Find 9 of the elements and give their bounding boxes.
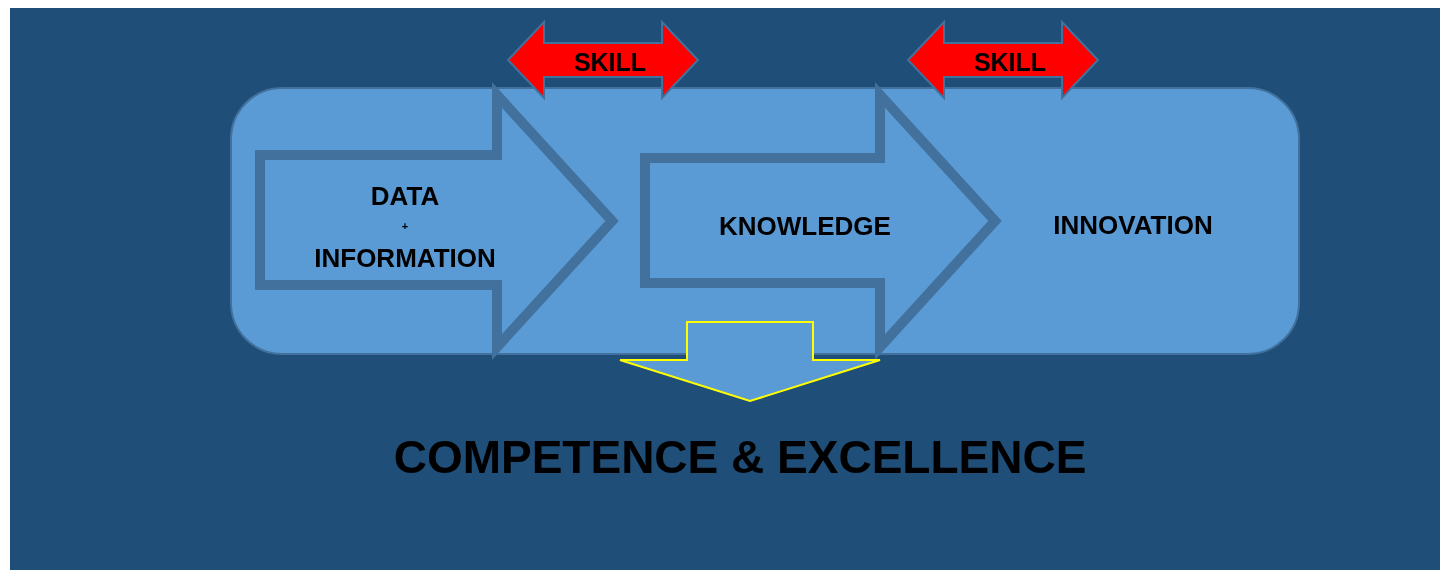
label-text: INNOVATION	[1053, 212, 1213, 238]
block-arrow-connector	[619, 321, 881, 403]
label-text: DATA	[370, 183, 440, 209]
label-text: COMPETENCE & EXCELLENCE	[393, 434, 1087, 480]
label-text: SKILL	[973, 49, 1047, 75]
label-text: SKILL	[573, 49, 647, 75]
label-text: KNOWLEDGE	[719, 213, 891, 239]
plus-sign: +	[401, 220, 409, 232]
label-text: INFORMATION	[314, 245, 496, 271]
